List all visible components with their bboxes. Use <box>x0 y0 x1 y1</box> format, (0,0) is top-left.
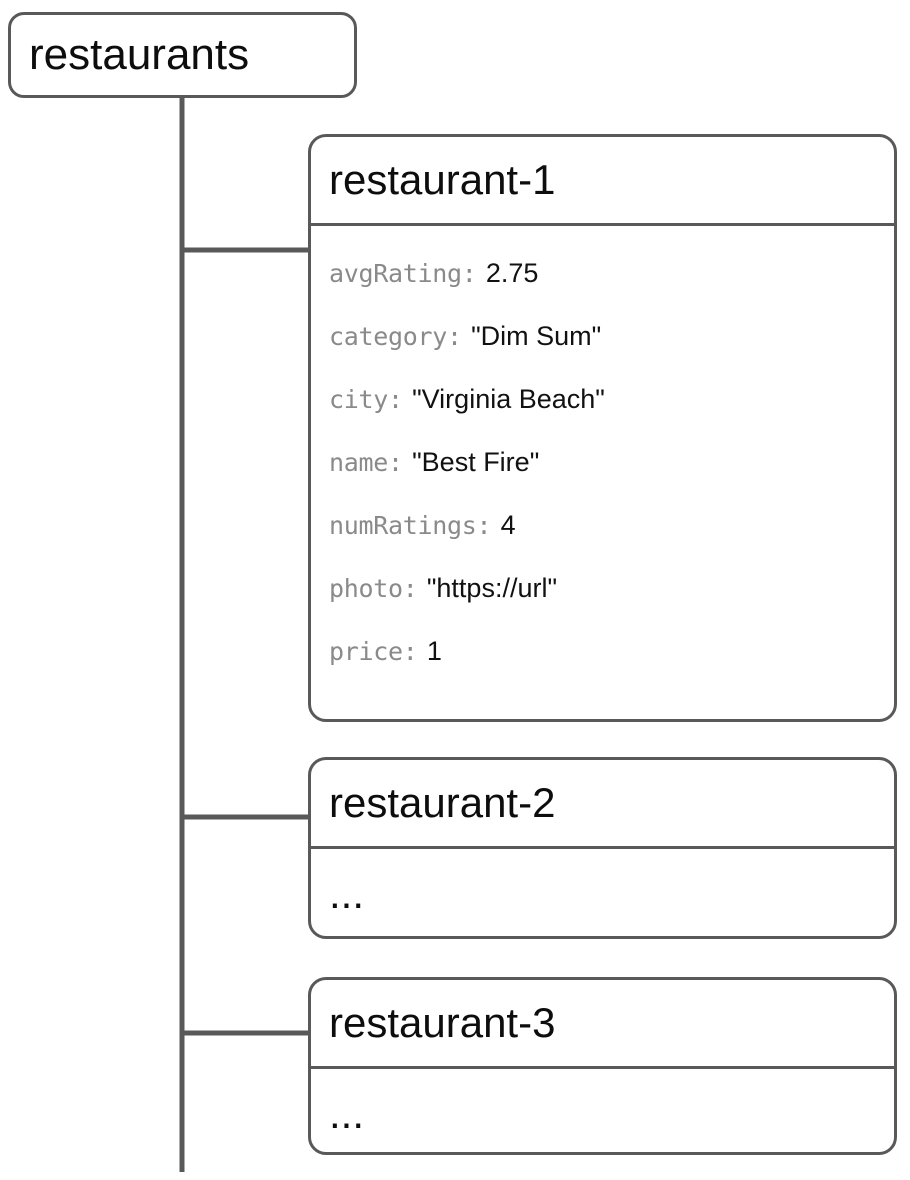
document-title-restaurant-2: restaurant-2 <box>329 779 556 826</box>
field-key-price: price <box>329 637 403 666</box>
field-value-numratings: 4 <box>500 510 516 540</box>
document-fields-restaurant-2: ... <box>311 849 894 936</box>
field-key-numratings: numRatings <box>329 511 477 540</box>
field-row-photo: photo : "https://url" <box>329 557 876 620</box>
field-row-city: city : "Virginia Beach" <box>329 368 876 431</box>
document-fields-restaurant-3: ... <box>311 1069 894 1152</box>
collection-node-restaurants[interactable]: restaurants <box>8 12 357 98</box>
collection-node-label: restaurants <box>29 30 250 79</box>
field-row-name: name : "Best Fire" <box>329 431 876 494</box>
field-key-name: name <box>329 448 389 477</box>
field-separator: : <box>447 322 463 351</box>
ellipsis-row-restaurant-2: ... <box>329 849 876 936</box>
field-value-photo: "https://url" <box>426 573 558 603</box>
field-key-photo: photo <box>329 574 403 603</box>
field-separator: : <box>402 637 418 666</box>
document-fields-restaurant-1: avgRating : 2.75 category : "Dim Sum" ci… <box>311 226 894 683</box>
field-value-city: "Virginia Beach" <box>412 384 605 414</box>
field-separator: : <box>388 385 404 414</box>
field-key-city: city <box>329 385 389 414</box>
field-value-name: "Best Fire" <box>412 447 540 477</box>
document-title-restaurant-3: restaurant-3 <box>329 999 556 1046</box>
field-separator: : <box>461 259 477 288</box>
document-node-restaurant-3[interactable]: restaurant-3 ... <box>308 977 897 1155</box>
field-row-numratings: numRatings : 4 <box>329 494 876 557</box>
field-value-category: "Dim Sum" <box>471 321 602 351</box>
document-header-restaurant-2: restaurant-2 <box>311 760 894 849</box>
field-separator: : <box>402 574 418 603</box>
document-header-restaurant-3: restaurant-3 <box>311 980 894 1069</box>
field-key-avgrating: avgRating <box>329 259 462 288</box>
field-row-avgrating: avgRating : 2.75 <box>329 242 876 305</box>
ellipsis-placeholder-restaurant-3: ... <box>329 1089 365 1137</box>
field-row-category: category : "Dim Sum" <box>329 305 876 368</box>
field-separator: : <box>476 511 492 540</box>
field-key-category: category <box>329 322 448 351</box>
document-header-restaurant-1: restaurant-1 <box>311 137 894 226</box>
field-separator: : <box>388 448 404 477</box>
field-value-avgrating: 2.75 <box>485 258 539 288</box>
field-value-price: 1 <box>426 636 442 666</box>
document-node-restaurant-1[interactable]: restaurant-1 avgRating : 2.75 category :… <box>308 134 897 722</box>
field-row-price: price : 1 <box>329 620 876 683</box>
ellipsis-row-restaurant-3: ... <box>329 1069 876 1152</box>
ellipsis-placeholder-restaurant-2: ... <box>329 869 365 917</box>
document-node-restaurant-2[interactable]: restaurant-2 ... <box>308 757 897 939</box>
document-title-restaurant-1: restaurant-1 <box>329 156 556 203</box>
